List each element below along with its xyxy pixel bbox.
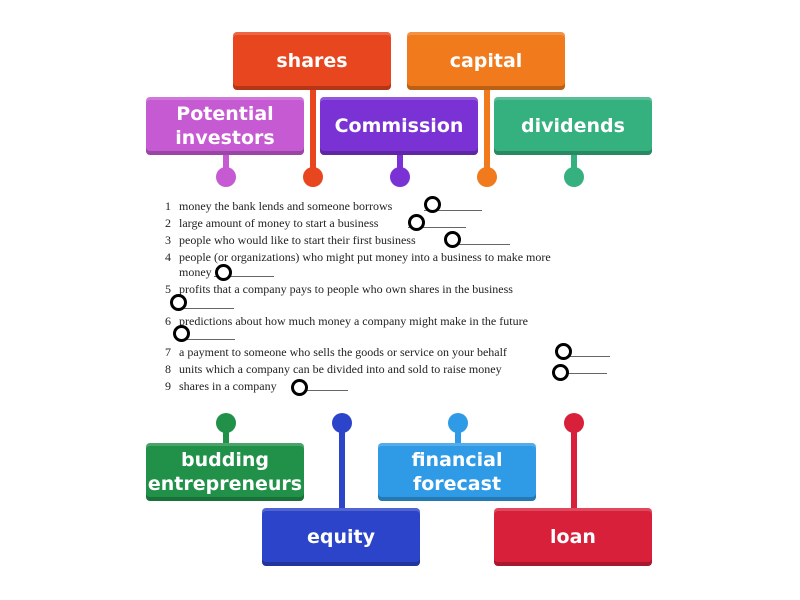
capital-pin [477, 167, 497, 187]
question-number: 6 [165, 314, 171, 328]
potential-investors-pin [216, 167, 236, 187]
dividends-tile[interactable]: dividends [494, 97, 652, 155]
commission-pin [390, 167, 410, 187]
drop-target-q8[interactable] [552, 364, 569, 381]
question-text: large amount of money to start a busines… [179, 216, 379, 230]
drop-target-q2[interactable] [408, 214, 425, 231]
question-text: a payment to someone who sells the goods… [179, 345, 507, 359]
drop-target-q6[interactable] [173, 325, 190, 342]
exercise-text-image: 1 money the bank lends and someone borro… [152, 190, 648, 406]
financial-forecast-tile[interactable]: financial forecast [378, 443, 536, 501]
question-number: 8 [165, 362, 171, 376]
drop-target-q1[interactable] [424, 196, 441, 213]
commission-stem [397, 152, 403, 178]
financial-forecast-pin [448, 413, 468, 433]
shares-stem [310, 88, 316, 178]
answer-line [448, 244, 510, 245]
question-text: predictions about how much money a compa… [179, 314, 528, 328]
question-text: people who would like to start their fir… [179, 233, 416, 247]
dividends-pin [564, 167, 584, 187]
equity-pin [332, 413, 352, 433]
question-text: people (or organizations) who might put … [179, 250, 551, 264]
potential-investors-tile[interactable]: Potential investors [146, 97, 304, 155]
answer-line [424, 210, 482, 211]
potential-investors-stem [223, 152, 229, 178]
commission-tile[interactable]: Commission [320, 97, 478, 155]
answer-line [408, 227, 466, 228]
answer-line [180, 339, 235, 340]
dividends-stem [571, 152, 577, 178]
equity-tile[interactable]: equity [262, 508, 420, 566]
capital-stem [484, 88, 490, 178]
question-number: 5 [165, 282, 171, 296]
drop-target-q9[interactable] [291, 379, 308, 396]
capital-tile[interactable]: capital [407, 32, 565, 90]
drop-target-q3[interactable] [444, 231, 461, 248]
drop-target-q4[interactable] [215, 264, 232, 281]
answer-line [555, 373, 607, 374]
question-text: units which a company can be divided int… [179, 362, 502, 376]
drop-target-q5[interactable] [170, 294, 187, 311]
answer-line [292, 390, 348, 391]
budding-entrepreneurs-pin [216, 413, 236, 433]
question-number: 4 [165, 250, 171, 264]
question-text: money [179, 265, 212, 279]
answer-line [560, 356, 610, 357]
financial-forecast-stem [455, 422, 461, 448]
shares-pin [303, 167, 323, 187]
question-text: money the bank lends and someone borrows [179, 199, 393, 213]
question-number: 2 [165, 216, 171, 230]
loan-tile[interactable]: loan [494, 508, 652, 566]
answer-line [214, 276, 274, 277]
loan-stem [571, 422, 577, 512]
budding-entrepreneurs-tile[interactable]: budding entrepreneurs [146, 443, 304, 501]
question-number: 7 [165, 345, 171, 359]
question-text: profits that a company pays to people wh… [179, 282, 513, 296]
answer-line [178, 308, 234, 309]
budding-entrepreneurs-stem [223, 422, 229, 448]
equity-stem [339, 422, 345, 512]
drop-target-q7[interactable] [555, 343, 572, 360]
question-number: 3 [165, 233, 171, 247]
loan-pin [564, 413, 584, 433]
question-number: 1 [165, 199, 171, 213]
question-text: shares in a company [179, 379, 277, 393]
shares-tile[interactable]: shares [233, 32, 391, 90]
question-number: 9 [165, 379, 171, 393]
